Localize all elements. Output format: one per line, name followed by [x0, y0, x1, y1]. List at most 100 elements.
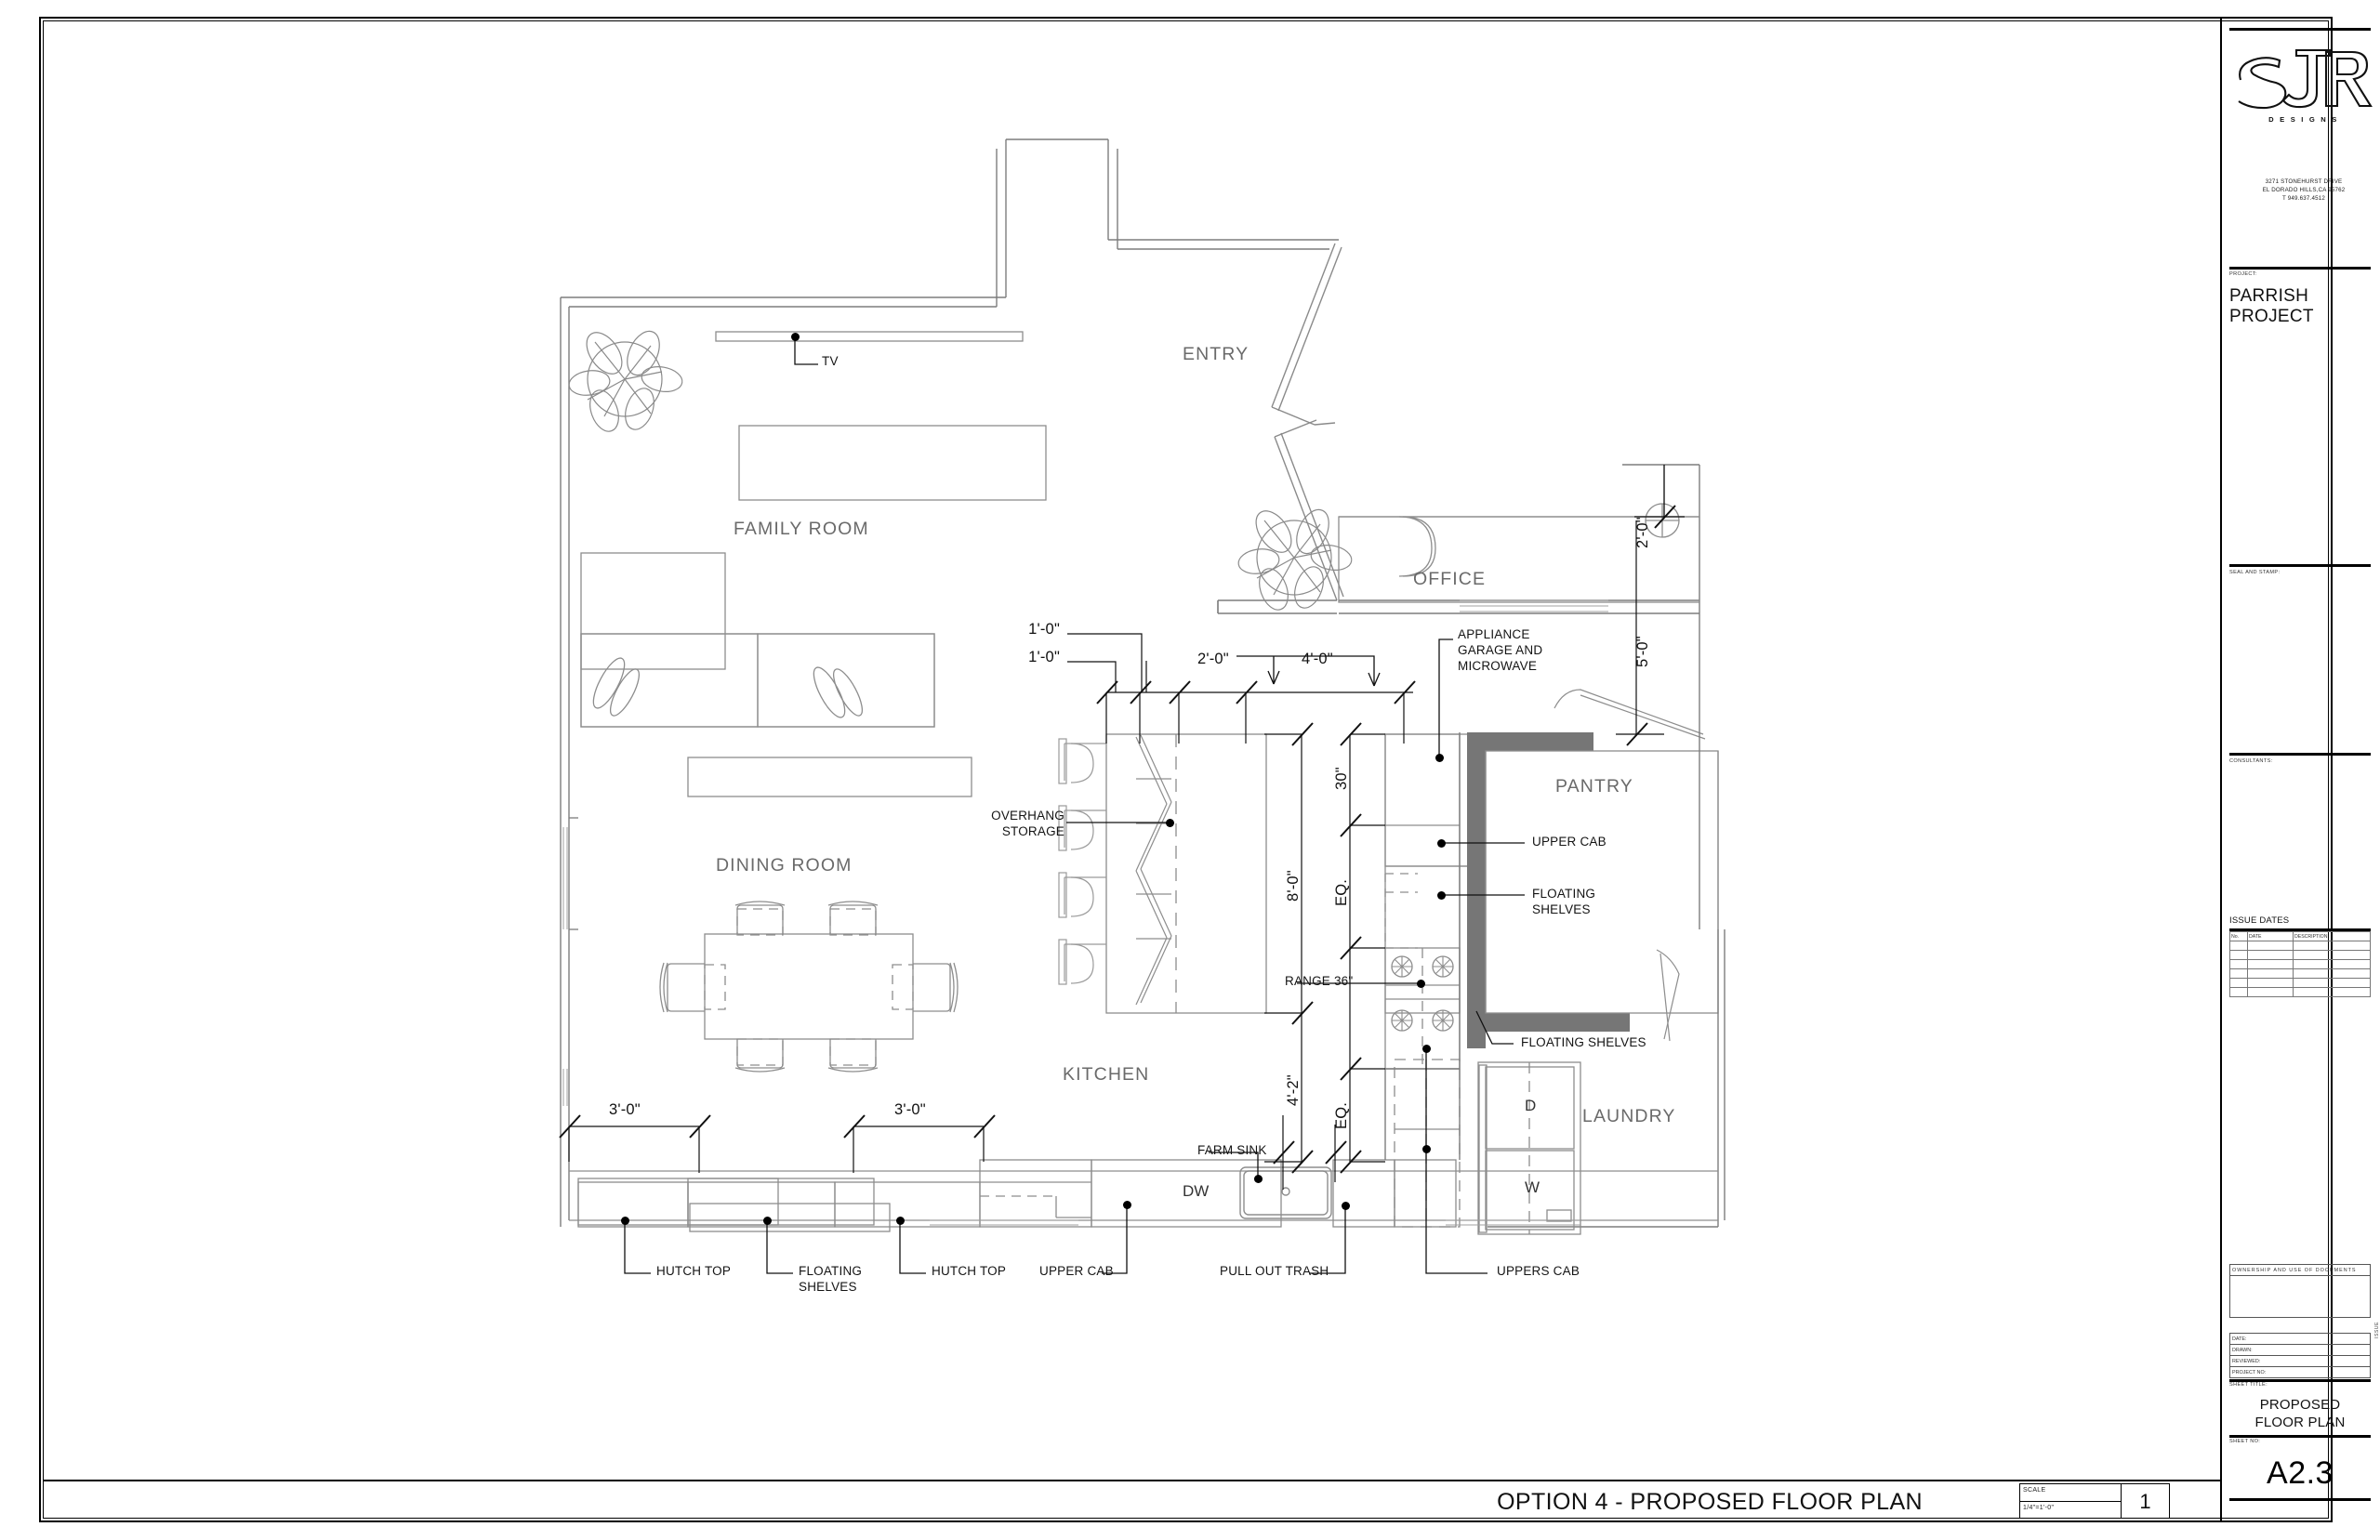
- callout-dot-hutch-top-1: [621, 1217, 629, 1225]
- sheet-no-bottom-rule: [2229, 1498, 2371, 1501]
- callout-dot-uppers-cab-b: [1422, 1145, 1431, 1153]
- note-overhang-storage: OVERHANG STORAGE: [958, 809, 1064, 840]
- dim-top-2: 1'-0": [1028, 649, 1060, 665]
- callout-dot-upper-cab-bottom: [1123, 1201, 1131, 1209]
- callout-dot-range: [1417, 980, 1425, 988]
- dim-eq-lower: EQ.: [1333, 1101, 1350, 1129]
- info-row-project-no[interactable]: PROJECT NO:: [2229, 1366, 2371, 1378]
- project-info-table: DATE: DRAWN: REVIEWED: PROJECT NO:: [2229, 1333, 2371, 1378]
- sheet-no-caption: SHEET NO:: [2229, 1439, 2261, 1444]
- dim-right-2-0: 2'-0": [1634, 517, 1651, 548]
- drawing-caption-bar: OPTION 4 - PROPOSED FLOOR PLAN: [43, 1480, 2220, 1520]
- scale-value: 1/4"=1'-0": [2023, 1505, 2055, 1511]
- room-label-dining-room: DINING ROOM: [716, 855, 853, 875]
- room-label-pantry: PANTRY: [1555, 776, 1633, 796]
- ownership-caption: OWNERSHIP AND USE OF DOCUMENTS: [2229, 1264, 2371, 1276]
- dim-top-1: 1'-0": [1028, 621, 1060, 638]
- info-row-date[interactable]: DATE:: [2229, 1333, 2371, 1345]
- sheet-title-line1: PROPOSED: [2259, 1397, 2341, 1413]
- dim-top-4: 4'-0": [1302, 651, 1333, 667]
- dim-island-4-2: 4'-2": [1285, 1074, 1302, 1106]
- issue-row[interactable]: [2229, 941, 2371, 951]
- issue-row[interactable]: [2229, 987, 2371, 997]
- issue-vertical-label: ISSUE: [2374, 1321, 2380, 1338]
- sheet-outer-border: [39, 17, 2333, 1522]
- dim-eq-upper: EQ.: [1333, 878, 1350, 906]
- title-block: [2220, 19, 2332, 1520]
- callout-dot-floating-shelves-pantry: [1437, 891, 1446, 900]
- issue-row[interactable]: [2229, 950, 2371, 960]
- issue-col-desc: DESCRIPTION: [2293, 931, 2371, 941]
- dim-range-30: 30": [1333, 767, 1350, 790]
- info-label-reviewed: REVIEWED:: [2229, 1355, 2371, 1367]
- note-uppers-cab: UPPERS CAB: [1497, 1264, 1580, 1278]
- sheet-number: A2.3: [2267, 1455, 2334, 1491]
- note-appliance-garage-line3: MICROWAVE: [1458, 658, 1538, 673]
- seal-caption: SEAL AND STAMP:: [2229, 570, 2281, 575]
- issue-col-date: DATE: [2247, 931, 2294, 941]
- dim-island-8-0: 8'-0": [1285, 870, 1302, 902]
- issue-row[interactable]: [2229, 968, 2371, 979]
- note-floating-shelves-bottom: FLOATING SHELVES: [799, 1264, 862, 1296]
- project-name: PARRISH PROJECT: [2229, 286, 2378, 328]
- note-hutch-top-2: HUTCH TOP: [932, 1264, 1007, 1278]
- sheet-no-rule: [2229, 1435, 2371, 1438]
- issue-row[interactable]: [2229, 959, 2371, 969]
- room-label-family-room: FAMILY ROOM: [734, 519, 869, 539]
- sheet-title-caption: SHEET TITLE:: [2229, 1382, 2268, 1388]
- sheet-title: PROPOSED FLOOR PLAN: [2229, 1397, 2371, 1432]
- note-upper-cab-bottom: UPPER CAB: [1039, 1264, 1114, 1278]
- note-tv: TV: [822, 354, 839, 368]
- project-name-line2: PROJECT: [2229, 307, 2314, 327]
- note-floating-shelves-bottom-line1: FLOATING: [799, 1264, 863, 1278]
- company-address: 3271 STONEHURST DRIVE EL DORADO HILLS,CA…: [2229, 178, 2378, 204]
- info-row-drawn[interactable]: DRAWN:: [2229, 1344, 2371, 1356]
- dim-bottom-3-0-b: 3'-0": [894, 1101, 926, 1118]
- scale-box: SCALE 1/4"=1'-0": [2019, 1483, 2122, 1519]
- detail-number: 1: [2122, 1483, 2170, 1519]
- address-line-1: 3271 STONEHURST DRIVE: [2265, 178, 2343, 185]
- note-floating-shelves-pantry: FLOATING SHELVES: [1532, 887, 1595, 918]
- callout-dot-upper-cab-pantry: [1437, 839, 1446, 848]
- ownership-header-row: OWNERSHIP AND USE OF DOCUMENTS: [2229, 1264, 2371, 1276]
- dim-bottom-3-0-a: 3'-0": [609, 1101, 641, 1118]
- callout-dot-pull-out-trash: [1342, 1202, 1350, 1210]
- sheet-inner-border: [43, 20, 2329, 1519]
- note-overhang-storage-line2: STORAGE: [1001, 823, 1064, 838]
- issue-row[interactable]: [2229, 978, 2371, 988]
- issue-dates-title: ISSUE DATES: [2229, 915, 2290, 926]
- appliance-label-washer: W: [1525, 1178, 1540, 1196]
- callout-dot-tv: [791, 333, 800, 341]
- note-floating-shelves-laundry: FLOATING SHELVES: [1521, 1035, 1646, 1049]
- callout-dot-overhang: [1166, 819, 1174, 827]
- seal-rule: [2229, 564, 2371, 567]
- appliance-label-dishwasher: DW: [1183, 1182, 1210, 1200]
- scale-label: SCALE: [2023, 1487, 2046, 1494]
- address-line-3: T 949.637.4512: [2281, 194, 2326, 202]
- room-label-office: OFFICE: [1413, 569, 1487, 589]
- project-caption: PROJECT:: [2229, 271, 2257, 277]
- note-hutch-top-1: HUTCH TOP: [656, 1264, 732, 1278]
- callout-dot-uppers-cab-a: [1422, 1045, 1431, 1053]
- consultants-rule: [2229, 753, 2371, 756]
- dim-right-5-0: 5'-0": [1634, 636, 1651, 667]
- issue-dates-table: No. DATE DESCRIPTION: [2229, 931, 2371, 997]
- issue-dates-header-row: No. DATE DESCRIPTION: [2229, 931, 2371, 941]
- info-row-reviewed[interactable]: REVIEWED:: [2229, 1355, 2371, 1367]
- address-line-2: EL DORADO HILLS,CA 95762: [2262, 186, 2346, 193]
- note-floating-shelves-pantry-line1: FLOATING: [1532, 887, 1596, 901]
- dim-top-3: 2'-0": [1197, 651, 1229, 667]
- logo-top-rule: [2229, 28, 2371, 31]
- scale-divider: [2020, 1501, 2121, 1502]
- note-appliance-garage: APPLIANCE GARAGE AND MICROWAVE: [1458, 627, 1542, 675]
- note-upper-cab-pantry: UPPER CAB: [1532, 835, 1606, 849]
- note-floating-shelves-pantry-line2: SHELVES: [1532, 902, 1591, 916]
- note-appliance-garage-line1: APPLIANCE: [1458, 627, 1530, 641]
- note-overhang-storage-line1: OVERHANG: [991, 809, 1064, 823]
- room-label-laundry: LAUNDRY: [1582, 1106, 1676, 1126]
- room-label-entry: ENTRY: [1183, 344, 1250, 364]
- callout-dot-appliance-garage: [1435, 754, 1444, 762]
- issue-dates-rule: [2229, 928, 2371, 931]
- project-name-line1: PARRISH: [2229, 286, 2309, 306]
